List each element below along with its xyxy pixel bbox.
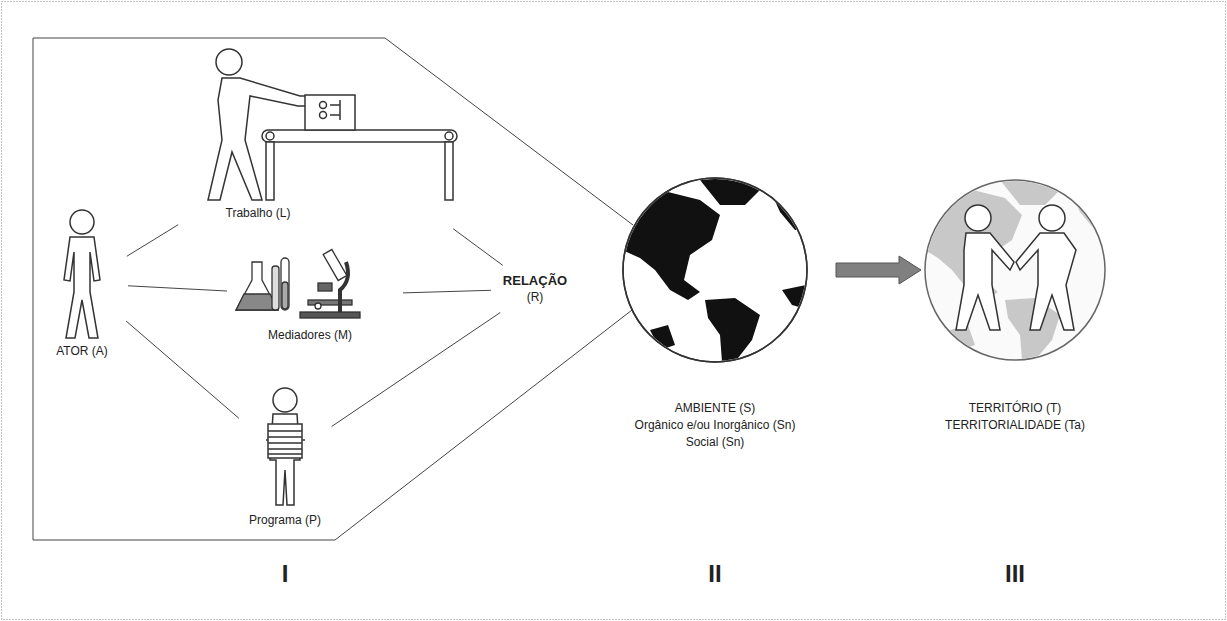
node-label: (R) bbox=[503, 289, 567, 306]
block-arrow bbox=[836, 256, 921, 284]
node-label: Trabalho (L) bbox=[226, 205, 291, 222]
connector-line bbox=[403, 290, 491, 293]
label-group: TERRITÓRIO (T)TERRITORIALIDADE (Ta) bbox=[945, 400, 1085, 434]
node-label: AMBIENTE (S) bbox=[635, 400, 796, 417]
label-group: AMBIENTE (S)Orgânico e/ou Inorgânico (Sn… bbox=[635, 400, 796, 451]
label-group: Programa (P) bbox=[249, 512, 321, 529]
globe-territory bbox=[925, 176, 1110, 360]
node-label: Orgânico e/ou Inorgânico (Sn) bbox=[635, 417, 796, 434]
actor-node: ATOR (A) bbox=[45, 205, 120, 362]
label-group: ATOR (A) bbox=[56, 343, 108, 360]
label-group: RELAÇÃO(R) bbox=[503, 272, 567, 306]
connector-line bbox=[127, 225, 178, 257]
connector-line bbox=[453, 229, 503, 266]
label-group: Trabalho (L) bbox=[226, 205, 291, 222]
node-label: TERRITÓRIO (T) bbox=[945, 400, 1085, 417]
environment-node: AMBIENTE (S)Orgânico e/ou Inorgânico (Sn… bbox=[620, 178, 810, 458]
node-label: RELAÇÃO bbox=[503, 272, 567, 289]
node-label: Mediadores (M) bbox=[268, 327, 352, 344]
connector-line bbox=[128, 286, 227, 291]
program-node: Programa (P) bbox=[245, 385, 325, 531]
panel-number: II bbox=[708, 560, 721, 588]
label-group: Mediadores (M) bbox=[268, 327, 352, 344]
territory-node: TERRITÓRIO (T)TERRITORIALIDADE (Ta) bbox=[925, 180, 1105, 436]
connector-line bbox=[332, 313, 501, 427]
lab-equipment bbox=[236, 250, 360, 318]
mediators-node: Mediadores (M) bbox=[235, 245, 395, 346]
panel-number: III bbox=[1005, 560, 1025, 588]
panel-outline bbox=[33, 38, 633, 540]
node-label: Social (Sn) bbox=[635, 434, 796, 451]
worker-figure bbox=[208, 49, 457, 200]
node-label: TERRITORIALIDADE (Ta) bbox=[945, 417, 1085, 434]
node-label: Programa (P) bbox=[249, 512, 321, 529]
labour-node: Trabalho (L) bbox=[185, 45, 465, 224]
panel-number: I bbox=[282, 560, 289, 588]
globe-environment bbox=[618, 176, 812, 362]
node-label: ATOR (A) bbox=[56, 343, 108, 360]
relation-node: RELAÇÃO(R) bbox=[499, 270, 571, 308]
actor-figure bbox=[64, 210, 100, 338]
reader-figure bbox=[266, 388, 305, 505]
connector-line bbox=[126, 321, 239, 418]
